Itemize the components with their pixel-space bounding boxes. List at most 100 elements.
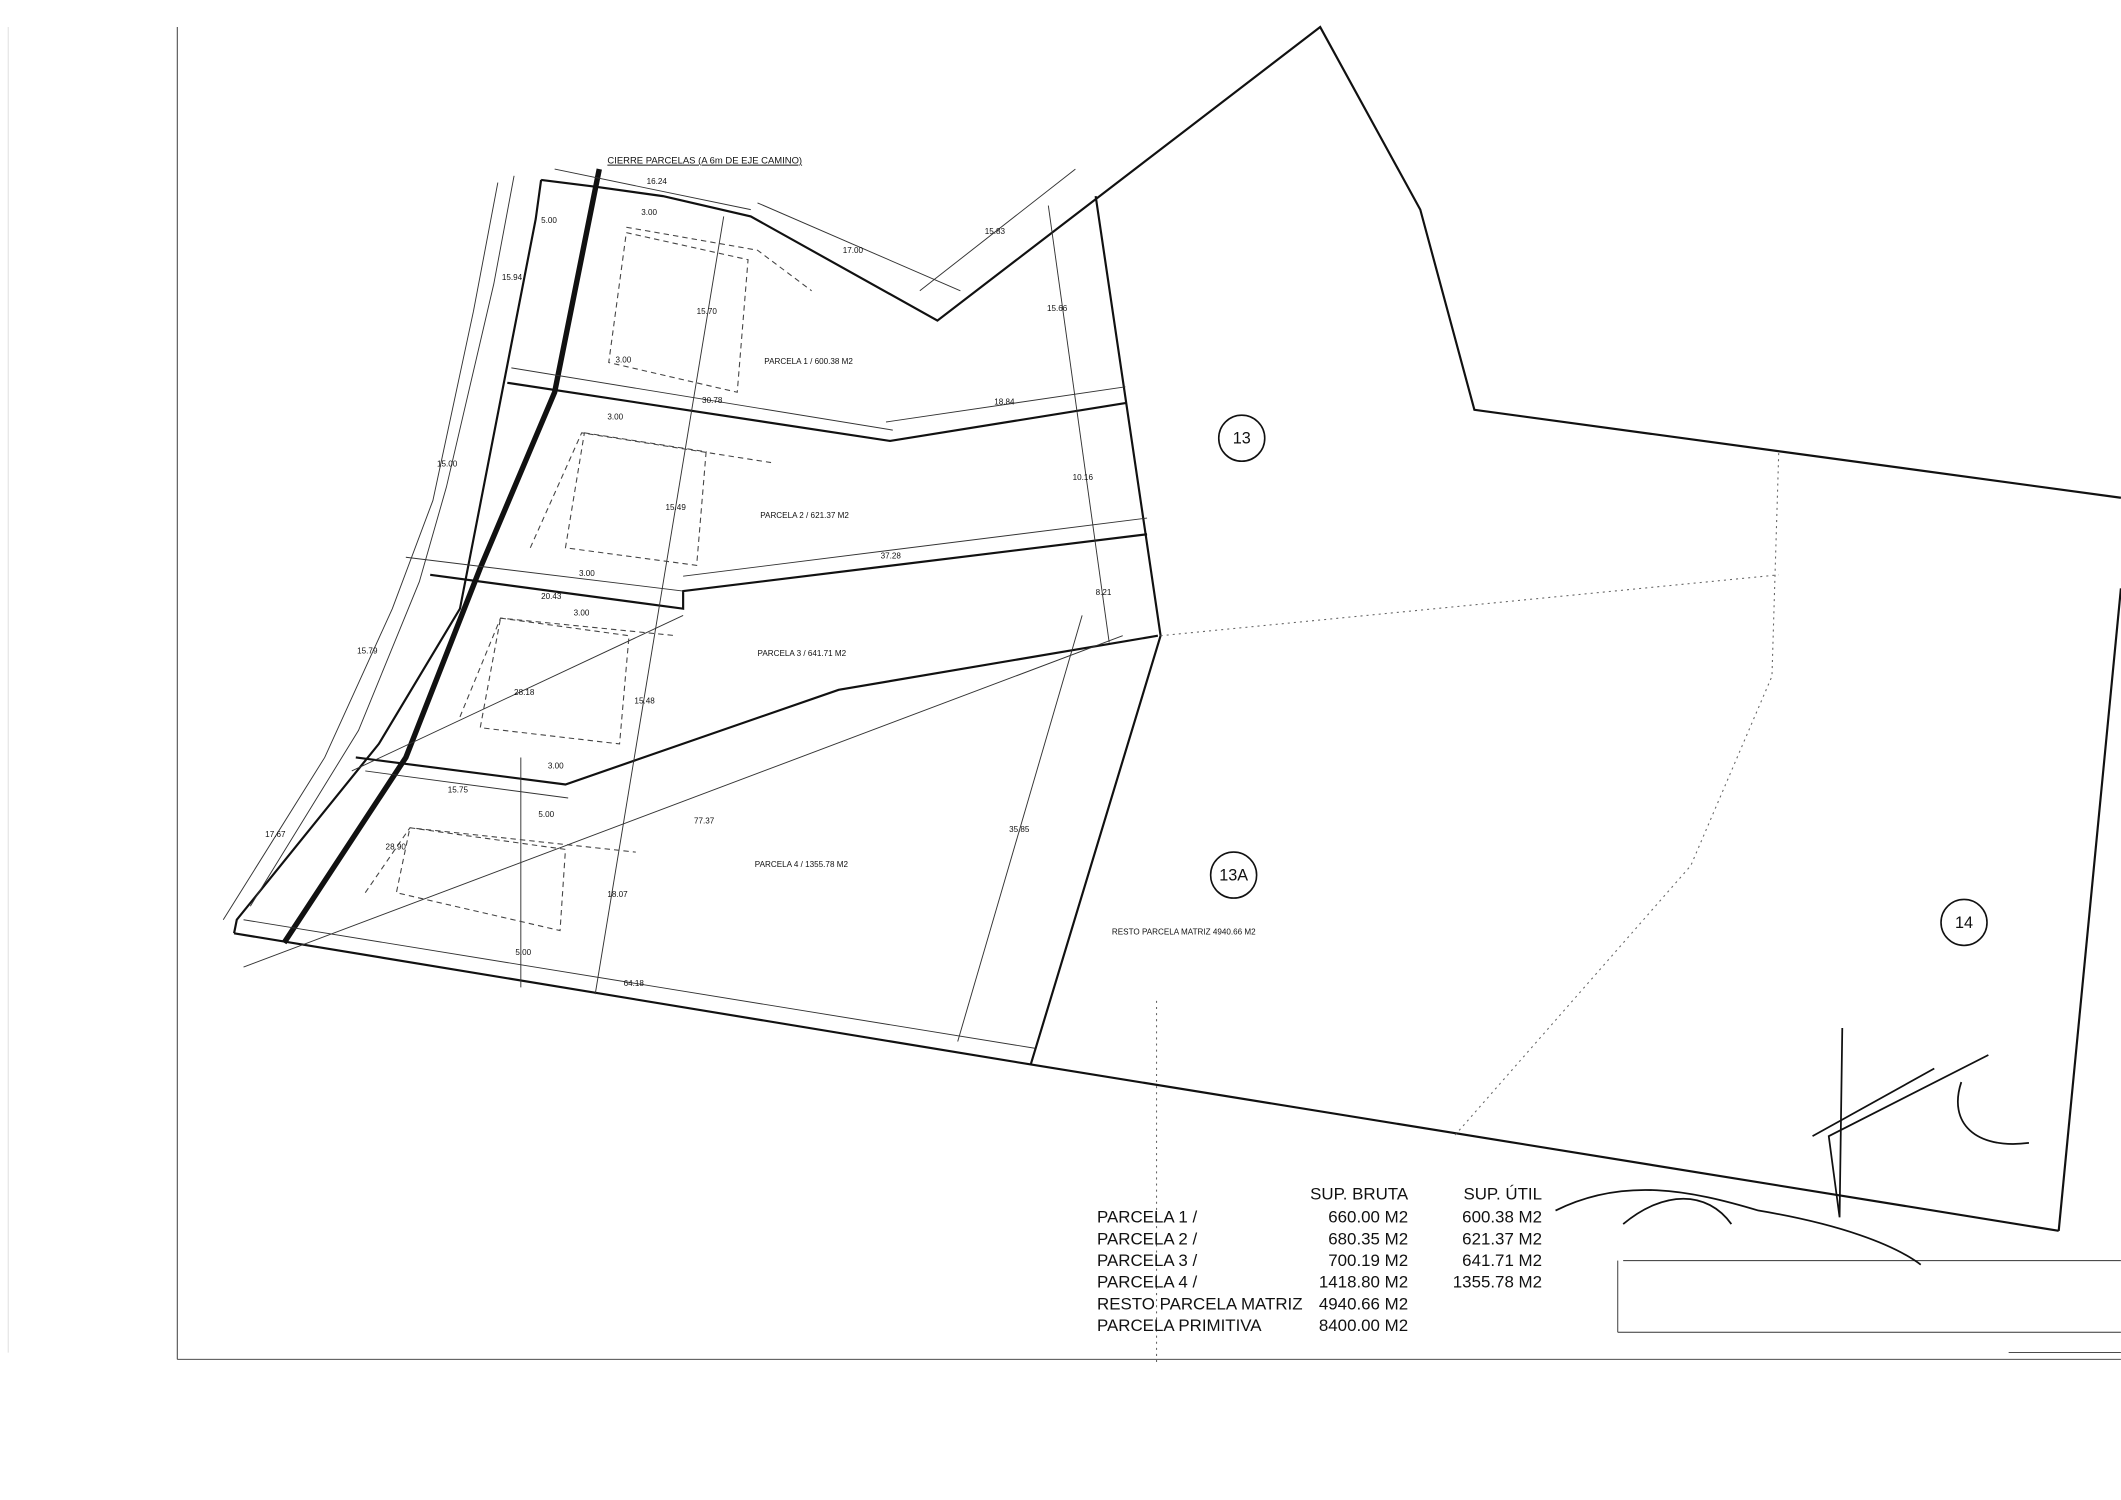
dimension-label: 15.66 (1047, 304, 1068, 313)
dimension-label: 37.28 (881, 552, 902, 561)
plan-line (626, 226, 812, 292)
dimension-label: 15.00 (437, 460, 458, 469)
lot-13a-marker: 13A (1209, 851, 1258, 899)
dimension-label: 3.00 (641, 208, 657, 217)
plan-line (885, 386, 1126, 423)
text-label: 680.35 M2 (1328, 1229, 1408, 1248)
dimension-label: 18.84 (994, 397, 1015, 406)
dimension-label: 15.83 (985, 227, 1006, 236)
plan-line (351, 614, 684, 772)
plan-line (540, 25, 2121, 499)
plan-line (1555, 1189, 1922, 1266)
plan-line (683, 517, 1148, 577)
table-row: PARCELA 4 / 1418.80 M2 1355.78 M2 (1097, 1273, 1542, 1292)
text-label: RESTO PARCELA MATRIZ (1097, 1294, 1303, 1313)
text-label: 621.37 M2 (1462, 1229, 1542, 1248)
text-label: PARCELA 1 / (1097, 1208, 1197, 1227)
dimension-label: 35.85 (1009, 825, 1030, 834)
area-table: SUP. BRUTA SUP. ÚTIL PARCELA 1 / 660.00 … (1097, 1185, 1542, 1335)
dimension-labels: 16.24 3.00 5.00 15.94 17.00 15.83 15.70 … (265, 177, 1112, 988)
plan-line (459, 617, 677, 718)
parcel-2-label: PARCELA 2 / 621.37 M2 (760, 511, 849, 520)
plan-line (757, 202, 961, 292)
dimension-label: 15.49 (666, 503, 687, 512)
text-label: PARCELA 4 / (1097, 1273, 1197, 1292)
table-row: PARCELA 3 / 700.19 M2 641.71 M2 (1097, 1251, 1542, 1270)
text-label: PARCELA PRIMITIVA (1097, 1316, 1262, 1335)
fence-line (281, 168, 602, 945)
lot-13-marker: 13 (1217, 414, 1266, 463)
plan-line (222, 182, 499, 920)
dimension-label: 15.79 (357, 646, 378, 655)
plan-line (2057, 588, 2121, 1231)
table-row: PARCELA 2 / 680.35 M2 621.37 M2 (1097, 1229, 1542, 1248)
plan-line (405, 556, 684, 592)
dimension-label: 64.18 (624, 979, 645, 988)
plan-line (1047, 205, 1110, 643)
dimension-label: 28.18 (514, 688, 535, 697)
plan-line (1812, 1067, 1935, 1137)
text-label: 600.38 M2 (1462, 1208, 1542, 1227)
text-label: 4940.66 M2 (1319, 1294, 1408, 1313)
plan-line (395, 827, 567, 932)
dimension-label: 10.16 (1073, 473, 1094, 482)
dimension-label: 3.00 (616, 355, 632, 364)
dimension-label: 15.75 (448, 786, 469, 795)
dimension-label: 3.00 (607, 412, 623, 421)
building-footprints (364, 226, 812, 932)
dimension-label: 30.78 (702, 396, 723, 405)
plan-line (1940, 898, 1988, 947)
plan-line (507, 381, 1126, 443)
dimension-label: 17.67 (265, 830, 286, 839)
plan-line (243, 919, 1035, 1049)
dimension-label: 3.00 (574, 608, 590, 617)
dimension-label: 77.37 (694, 817, 715, 826)
dimension-label: 28.90 (386, 842, 407, 851)
dimension-label: 5.00 (515, 948, 531, 957)
plan-line (957, 615, 1083, 1042)
plan-line (1827, 1027, 1989, 1218)
text-label: PARCELA 3 / (1097, 1251, 1197, 1270)
text-label: 14 (1955, 914, 1973, 932)
parcel-3-label: PARCELA 3 / 641.71 M2 (758, 649, 847, 658)
plan-line (608, 231, 749, 393)
dimension-label: 17.00 (843, 246, 864, 255)
parcel-4-label: PARCELA 4 / 1355.78 M2 (755, 860, 849, 869)
page-frame (7, 27, 2121, 1360)
plan-line (430, 533, 1148, 610)
plan-line (365, 770, 569, 799)
dimension-label: 15.48 (634, 696, 655, 705)
table-row: RESTO PARCELA MATRIZ 4940.66 M2 (1097, 1294, 1408, 1313)
resto-label: RESTO PARCELA MATRIZ 4940.66 M2 (1112, 928, 1256, 937)
plan-line (594, 216, 725, 995)
plan-line (233, 179, 543, 934)
plan-line (355, 634, 1159, 786)
signature (1555, 1027, 2030, 1266)
text-label: 8400.00 M2 (1319, 1316, 1408, 1335)
dotted-divisions (1155, 453, 1780, 1367)
text-label: 660.00 M2 (1328, 1208, 1408, 1227)
plan-line (511, 367, 893, 431)
dimension-label: 3.00 (548, 761, 564, 770)
text-label: 641.71 M2 (1462, 1251, 1542, 1270)
dimension-label: 16.24 (647, 177, 668, 186)
col-header-util: SUP. ÚTIL (1463, 1185, 1542, 1204)
dimension-label: 8.21 (1096, 588, 1112, 597)
text-label: 1355.78 M2 (1453, 1273, 1542, 1292)
plan-line (249, 175, 515, 907)
text-label: 1418.80 M2 (1319, 1273, 1408, 1292)
plan-line (364, 827, 636, 894)
plan-line (564, 432, 707, 566)
text-label: 13 (1233, 430, 1251, 448)
text-label: 700.19 M2 (1328, 1251, 1408, 1270)
dimension-label: 20.43 (541, 592, 562, 601)
lot-14-marker: 14 (1940, 898, 1988, 947)
dimension-label: 5.00 (541, 216, 557, 225)
plan-line (479, 617, 630, 745)
plan-line (529, 432, 772, 549)
parcel-1-label: PARCELA 1 / 600.38 M2 (764, 357, 853, 366)
plan-line (1622, 1197, 1733, 1225)
plan-line (243, 635, 1123, 968)
dimension-label: 5.00 (538, 810, 554, 819)
